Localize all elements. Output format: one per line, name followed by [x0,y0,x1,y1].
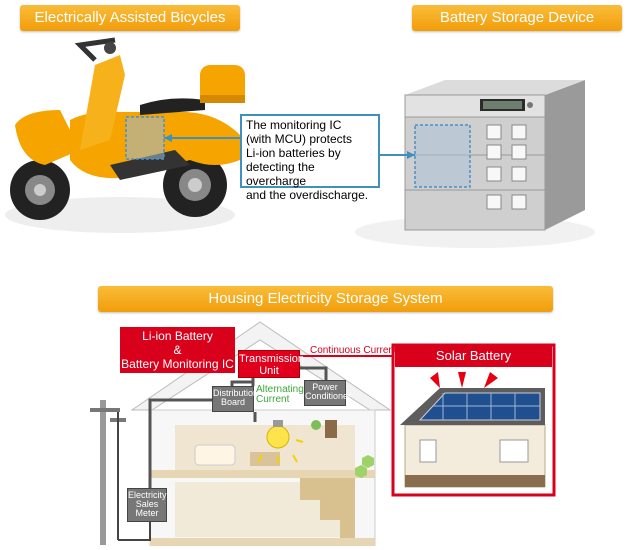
alternating-line: Current [256,394,290,405]
transmission-unit: Transmission Unit [238,350,304,378]
callout-line: and the overdischarge. [246,188,369,202]
solar-panel-illustration [391,343,556,497]
liion-line: & [173,343,182,357]
scooter-illustration [5,37,245,233]
liion-line: Battery Monitoring IC [121,357,234,371]
transmission-line: Transmission [239,353,304,365]
power-conditioner-line: Conditioner [305,391,352,401]
callout-line: detecting the overcharge [246,160,315,188]
solar-battery-label: Solar Battery [395,345,552,367]
electricity-sales-meter: Electricity Sales Meter [127,488,167,522]
liion-battery-label: Li-ion Battery & Battery Monitoring IC [120,327,235,373]
callout-line: (with MCU) protects [246,132,353,146]
banner-electric-bicycles: Electrically Assisted Bicycles [20,5,240,31]
power-conditioner: Power Conditioner [304,380,352,406]
power-conditioner-line: Power [312,382,338,392]
distribution-line: Board [220,397,246,407]
utility-pole-icon [90,400,151,545]
continuous-current-label: Continuous Current [310,345,397,356]
banner-battery-storage: Battery Storage Device [412,5,622,31]
transmission-line: Unit [259,365,279,377]
alternating-current-label: Alternating Current [256,385,304,405]
meter-line: Electricity [128,490,167,500]
light-bulb-icon [257,420,304,464]
distribution-board: Distribution Board [212,386,259,412]
liion-line: Li-ion Battery [142,329,213,343]
callout-line: The monitoring IC [246,118,342,132]
monitoring-ic-callout: The monitoring IC (with MCU) protects Li… [240,114,380,202]
banner-housing-storage: Housing Electricity Storage System [98,286,553,312]
distribution-line: Distribution [213,388,259,398]
meter-line: Meter [135,508,159,518]
callout-line: Li-ion batteries by [246,146,341,160]
alternating-line: Alternating [256,384,304,395]
meter-line: Sales [135,499,159,509]
battery-rack-illustration [355,80,595,248]
